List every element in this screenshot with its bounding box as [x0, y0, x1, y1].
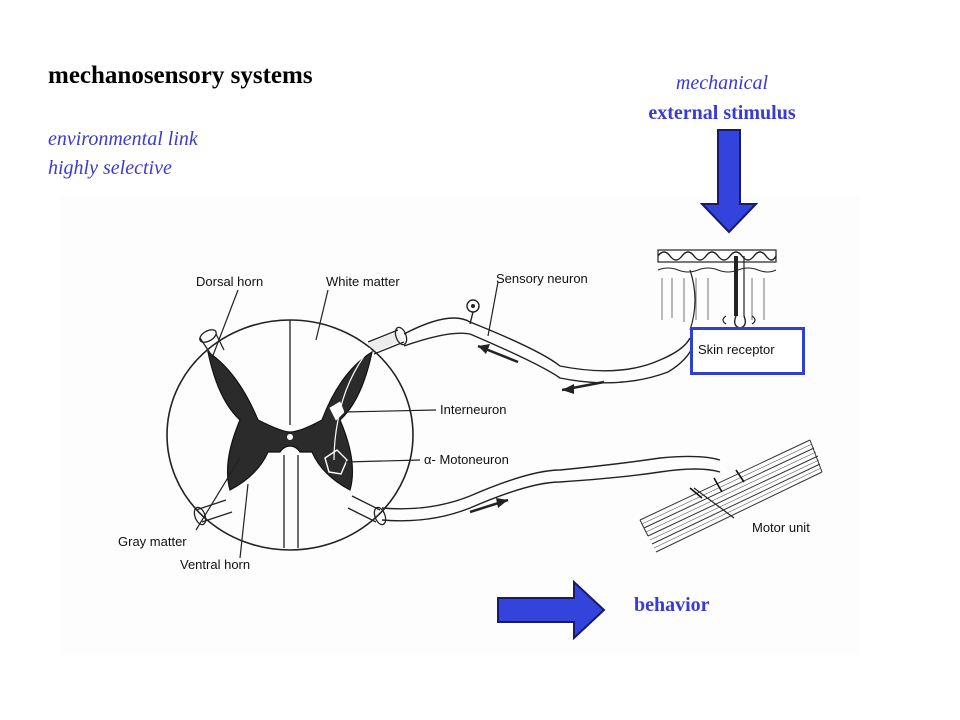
motor-neuron-fiber — [381, 468, 721, 522]
label-motoneuron: α- Motoneuron — [424, 452, 509, 467]
right-arrow-icon — [497, 579, 606, 641]
right-dorsal-root — [368, 331, 402, 353]
label-white-matter: White matter — [326, 274, 400, 289]
label-ventral-horn: Ventral horn — [180, 557, 251, 572]
central-canal — [287, 434, 293, 440]
left-ventral-root — [195, 499, 233, 523]
gray-matter-shape — [207, 350, 373, 491]
slide-title: mechanosensory systems — [48, 62, 313, 89]
label-motor-unit: Motor unit — [752, 520, 810, 535]
label-gray-matter: Gray matter — [118, 534, 187, 549]
label-leader-lines — [195, 281, 735, 559]
subtitle-line-environmental-link: environmental link — [48, 128, 198, 150]
motor-unit-muscle-drawing — [639, 439, 823, 553]
anterior-median-fissure — [283, 455, 299, 548]
left-dorsal-root — [199, 333, 225, 357]
stimulus-label-external: external stimulus — [648, 102, 796, 124]
skin-section-drawing — [657, 249, 777, 331]
motoneuron-cell — [324, 449, 348, 475]
label-dorsal-horn: Dorsal horn — [196, 274, 264, 289]
right-ventral-root — [347, 495, 381, 523]
stimulus-label-mechanical: mechanical — [675, 72, 769, 94]
subtitle-line-highly-selective: highly selective — [48, 157, 172, 179]
dorsal-root-path — [333, 347, 371, 461]
skin-receptor-highlight-box — [690, 327, 805, 375]
label-skin-receptor: Skin receptor — [698, 342, 775, 357]
behavior-label: behavior — [634, 594, 710, 616]
label-interneuron: Interneuron — [440, 402, 507, 417]
down-arrow-icon — [699, 129, 759, 234]
label-sensory-neuron: Sensory neuron — [496, 271, 588, 286]
sensory-neuron-fiber — [403, 317, 691, 372]
